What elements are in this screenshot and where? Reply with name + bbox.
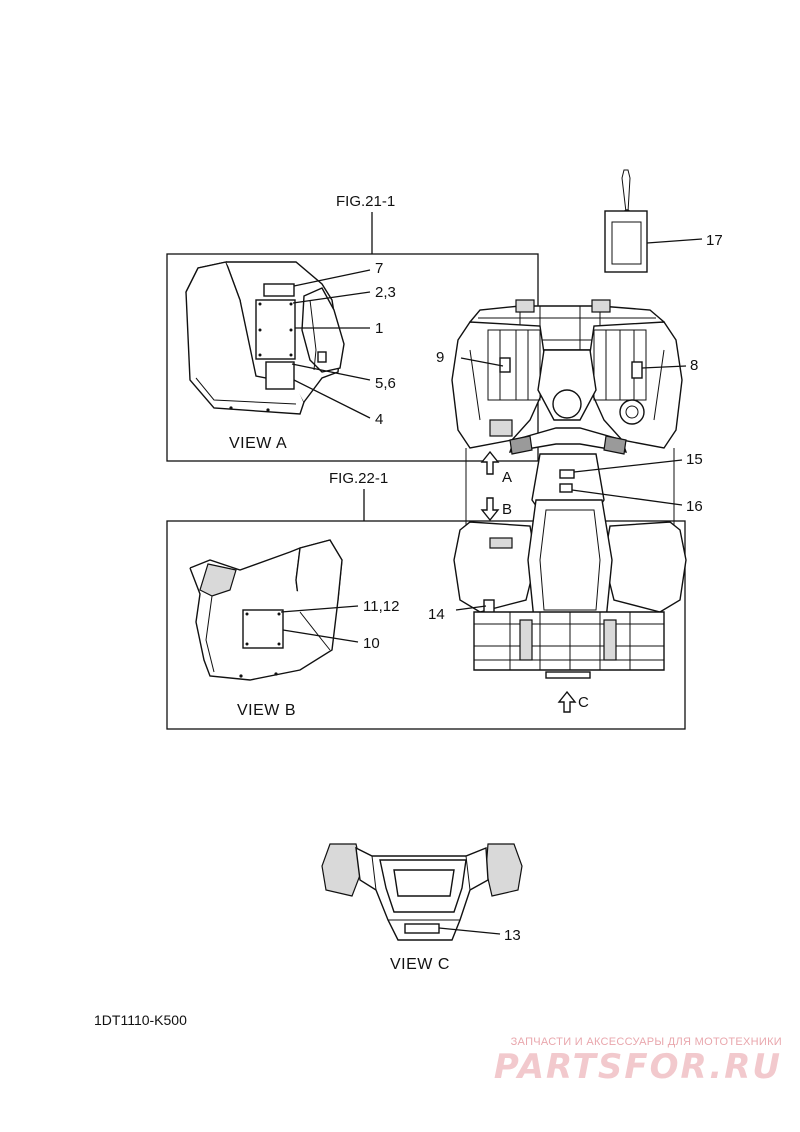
callout-9: 9 — [436, 349, 444, 366]
arrow-a-label: A — [502, 469, 512, 486]
fig22-label: FIG.22-1 — [329, 470, 388, 487]
decal-4 — [265, 361, 295, 390]
callout-17: 17 — [706, 232, 723, 249]
callout-16: 16 — [686, 498, 703, 515]
view-a-group: FIG.21-1 7 2,3 — [166, 193, 539, 462]
decal-8 — [631, 361, 643, 379]
view-a-fender-drawing — [185, 261, 345, 415]
callout-15: 15 — [686, 451, 703, 468]
decal-7 — [263, 283, 295, 297]
callout-10: 10 — [363, 635, 380, 652]
arrow-a-icon — [480, 450, 500, 475]
view-b-caption: VIEW B — [237, 702, 296, 719]
callout-11-12: 11,12 — [363, 598, 399, 615]
fig21-label: FIG.21-1 — [336, 193, 395, 210]
decal-9 — [499, 357, 511, 373]
view-b-fender-drawing — [189, 539, 343, 681]
view-b-frame — [166, 520, 686, 730]
arrow-c-label: C — [578, 694, 589, 711]
decal-15 — [559, 469, 575, 479]
callout-13: 13 — [504, 927, 521, 944]
hang-tag-17: 17 — [604, 169, 723, 273]
arrow-b-icon — [480, 497, 500, 522]
decal-1 — [255, 299, 296, 360]
view-c-caption: VIEW C — [390, 956, 450, 973]
view-b-group: FIG.22-1 11,12 10 VIEW B — [166, 470, 686, 730]
watermark-tagline: ЗАПЧАСТИ И АКСЕССУАРЫ ДЛЯ МОТОТЕХНИКИ — [510, 1036, 782, 1048]
callout-8: 8 — [690, 357, 698, 374]
decal-13 — [404, 923, 440, 934]
atv-top-view: A B C 9 8 15 16 14 — [428, 299, 703, 713]
arrow-b-label: B — [502, 501, 512, 518]
view-a-caption: VIEW A — [229, 435, 287, 452]
arrow-c-icon — [557, 690, 577, 713]
callout-2-3: 2,3 — [375, 284, 396, 301]
callout-5-6: 5,6 — [375, 375, 396, 392]
watermark: ЗАПЧАСТИ И АКСЕССУАРЫ ДЛЯ МОТОТЕХНИКИ PA… — [494, 1036, 782, 1086]
watermark-logo: PARTSFOR.RU — [493, 1047, 782, 1087]
part-code: 1DT1110-K500 — [94, 1012, 187, 1028]
decal-10 — [242, 609, 284, 649]
callout-4: 4 — [375, 411, 383, 428]
callout-1: 1 — [375, 320, 383, 337]
callout-14: 14 — [428, 606, 445, 623]
decal-16 — [559, 483, 573, 493]
callout-7: 7 — [375, 260, 383, 277]
view-c-group: 13 VIEW C — [321, 843, 523, 973]
